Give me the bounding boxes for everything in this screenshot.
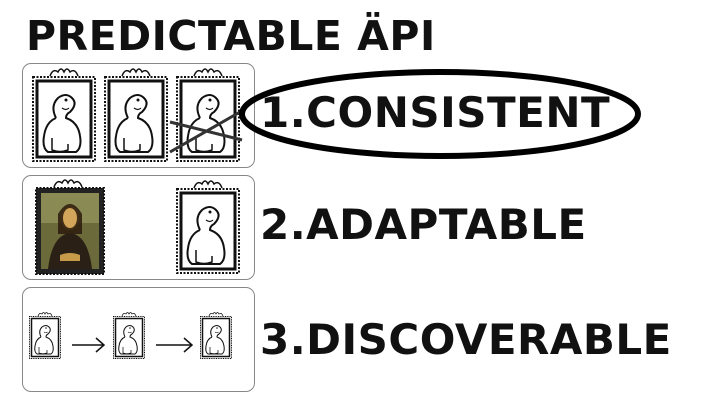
label-adaptable: 2.ADAPTABLE <box>260 200 587 249</box>
portrait-frame-small-3 <box>199 311 233 360</box>
label-discoverable: 3.DISCOVERABLE <box>260 315 672 364</box>
arrow-right-icon <box>156 337 194 353</box>
arrow-right-icon <box>72 337 106 353</box>
label-consistent: 1.CONSISTENT <box>260 88 611 137</box>
portrait-frame-small-1 <box>28 311 62 360</box>
highlight-ellipse <box>239 69 641 159</box>
portrait-frame-right <box>175 179 241 275</box>
portrait-frame-3-crossed <box>169 67 243 163</box>
slide-title: PREDICTABLE ÄPI <box>26 12 436 60</box>
portrait-frame-2 <box>103 67 169 163</box>
mona-lisa-frame <box>35 179 105 275</box>
portrait-frame-1 <box>31 67 97 163</box>
portrait-frame-small-2 <box>112 311 146 360</box>
